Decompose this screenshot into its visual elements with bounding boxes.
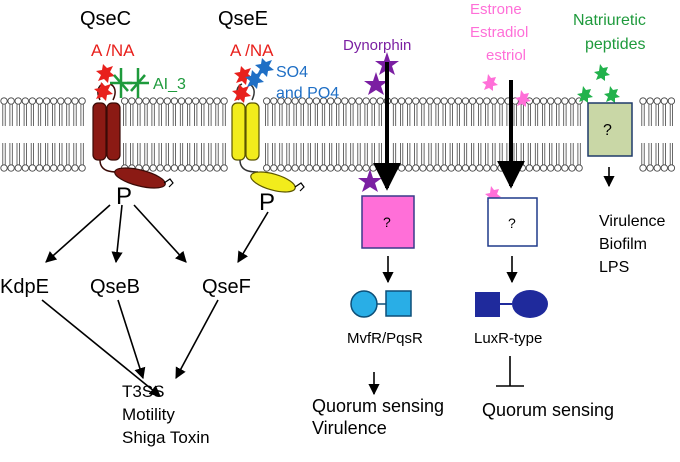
natriuretic-receptor-box: [587, 102, 633, 157]
inhibition-symbol: [496, 356, 524, 387]
qsee-receptor: [231, 83, 305, 193]
mvfr-label: MvfR/PqsR: [347, 330, 423, 347]
estrogen-receptor-label: ?: [508, 215, 516, 231]
qseb-label: QseB: [90, 276, 140, 298]
dynorphin-label: Dynorphin: [343, 37, 411, 54]
dynorphin-output-2: Virulence: [312, 418, 387, 438]
qsee-branch-arrow: [237, 211, 269, 263]
kdpe-label: KdpE: [0, 276, 49, 298]
qsee-ligand-label: A /NA: [230, 41, 274, 60]
qsec-branch-arrows: [45, 204, 187, 264]
virulence-label: Virulence: [599, 213, 666, 230]
natriuretic-label-2: peptides: [585, 36, 646, 53]
natriuretic-receptor-label: ?: [603, 122, 612, 139]
ai3-label: AI_3: [153, 76, 186, 93]
po4-label: and PO4: [276, 85, 339, 102]
qsee-title: QseE: [218, 8, 268, 30]
qsec-ligand-label: A /NA: [91, 41, 135, 60]
estradiol-label: Estradiol: [470, 24, 528, 41]
shiga-toxin-label: Shiga Toxin: [122, 428, 210, 447]
lps-label: LPS: [599, 259, 629, 276]
qsec-ligand-stars: [94, 64, 115, 101]
estrogen-receptor-box: [487, 197, 538, 247]
ai3-signal: [110, 68, 149, 98]
sulfate-phosphate-stars: [245, 58, 274, 89]
biofilm-label: Biofilm: [599, 236, 647, 253]
qsec-phospho-label: P: [116, 183, 132, 210]
dynorphin-receptor-box: [361, 195, 415, 249]
qsee-ligand-stars: [232, 66, 253, 103]
estrogen-output: Quorum sensing: [482, 400, 614, 420]
qsef-label: QseF: [202, 276, 251, 298]
luxr-label: LuxR-type: [474, 330, 542, 347]
dynorphin-output-1: Quorum sensing: [312, 396, 444, 416]
natriuretic-stars: [577, 64, 620, 103]
qsec-title: QseC: [80, 8, 131, 30]
so4-label: SO4: [276, 64, 308, 81]
estrone-label: Estrone: [470, 1, 522, 18]
estrogen-stars: [482, 74, 531, 203]
dynorphin-receptor-label: ?: [383, 214, 391, 230]
t3ss-label: T3SS: [122, 382, 165, 401]
motility-label: Motility: [122, 405, 175, 424]
qsec-receptor: [92, 83, 174, 189]
luxr-shape: [475, 290, 548, 318]
regulator-output-arrows: [41, 299, 219, 397]
natriuretic-label-1: Natriuretic: [573, 12, 646, 29]
estriol-label: estriol: [486, 47, 526, 64]
qsee-phospho-label: P: [259, 189, 275, 216]
mvfr-shape: [350, 290, 412, 318]
